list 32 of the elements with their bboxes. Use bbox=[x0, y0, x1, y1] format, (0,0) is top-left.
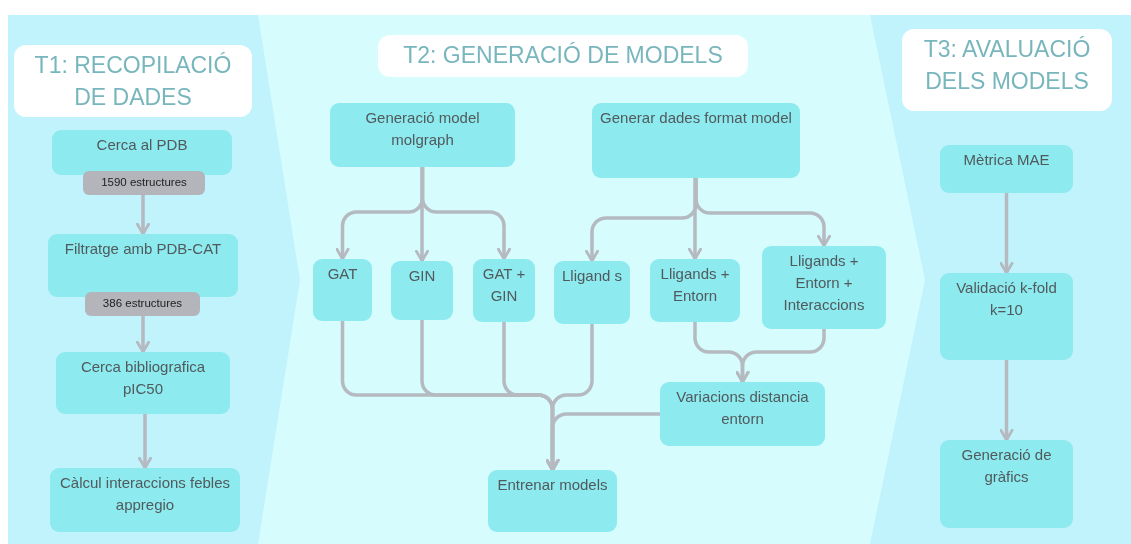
process-box: Entrenar models bbox=[488, 470, 617, 532]
arrow bbox=[999, 360, 1014, 442]
process-box: Cerca al PDB bbox=[52, 130, 232, 175]
process-box: Validació k-fold k=10 bbox=[940, 273, 1073, 360]
process-box: GIN bbox=[391, 261, 453, 320]
count-badge: 386 estructures bbox=[85, 292, 200, 316]
process-box: Cerca bibliografica pIC50 bbox=[56, 352, 230, 414]
process-box: GAT + GIN bbox=[473, 259, 535, 322]
count-badge: 1590 estructures bbox=[83, 171, 205, 195]
arrow bbox=[999, 193, 1014, 275]
process-box: Lligands + Entorn + Interaccions bbox=[762, 246, 886, 329]
arrow bbox=[735, 329, 826, 384]
process-box: Lligand s bbox=[554, 261, 630, 324]
process-box: Càlcul interaccions febles appregio bbox=[50, 468, 240, 532]
arrow bbox=[138, 414, 152, 470]
arrow bbox=[415, 167, 429, 263]
process-box: Lligands + Entorn bbox=[650, 259, 740, 322]
arrow bbox=[136, 316, 150, 354]
process-box: Filtratge amb PDB-CAT bbox=[48, 234, 238, 297]
process-box: Mètrica MAE bbox=[940, 145, 1073, 193]
arrow bbox=[136, 195, 150, 236]
arrow bbox=[694, 178, 831, 248]
process-box: Generació model molgraph bbox=[330, 103, 515, 167]
arrow bbox=[688, 178, 702, 261]
process-box: Generar dades format model bbox=[592, 103, 800, 178]
process-box: Generació de gràfics bbox=[940, 440, 1073, 528]
process-box: Variacions distancia entorn bbox=[660, 382, 825, 446]
stage-heading: T3: AVALUACIÓ DELS MODELS bbox=[902, 29, 1112, 111]
arrow bbox=[420, 167, 511, 261]
process-box: GAT bbox=[313, 259, 372, 321]
stage-heading: T1: RECOPILACIÓ DE DADES bbox=[14, 45, 252, 117]
stage-heading: T2: GENERACIÓ DE MODELS bbox=[378, 35, 748, 77]
